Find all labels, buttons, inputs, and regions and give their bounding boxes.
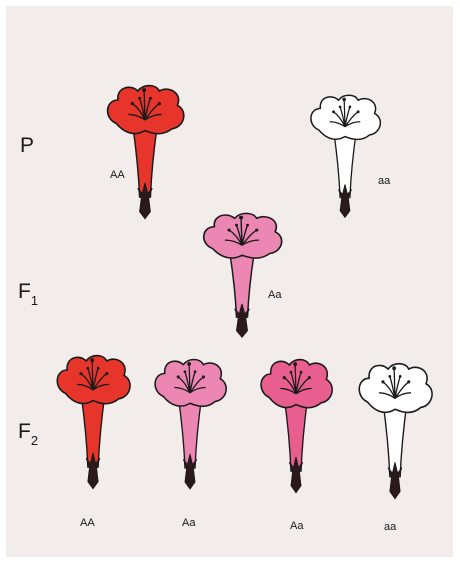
- genotype-label-p-white: aa: [378, 175, 391, 187]
- genotype-label-f2-pink-1: Aa: [182, 517, 196, 529]
- genotype-label-f2-pink-2: Aa: [290, 520, 304, 532]
- genotype-label-p-red: AA: [110, 169, 125, 181]
- genotype-label-f2-white: aa: [384, 521, 397, 533]
- genotype-label-f1-pink: Aa: [268, 289, 282, 301]
- genotype-label-f2-red: AA: [80, 517, 95, 529]
- generation-label-p: P: [20, 134, 34, 157]
- paper-background: [6, 6, 453, 557]
